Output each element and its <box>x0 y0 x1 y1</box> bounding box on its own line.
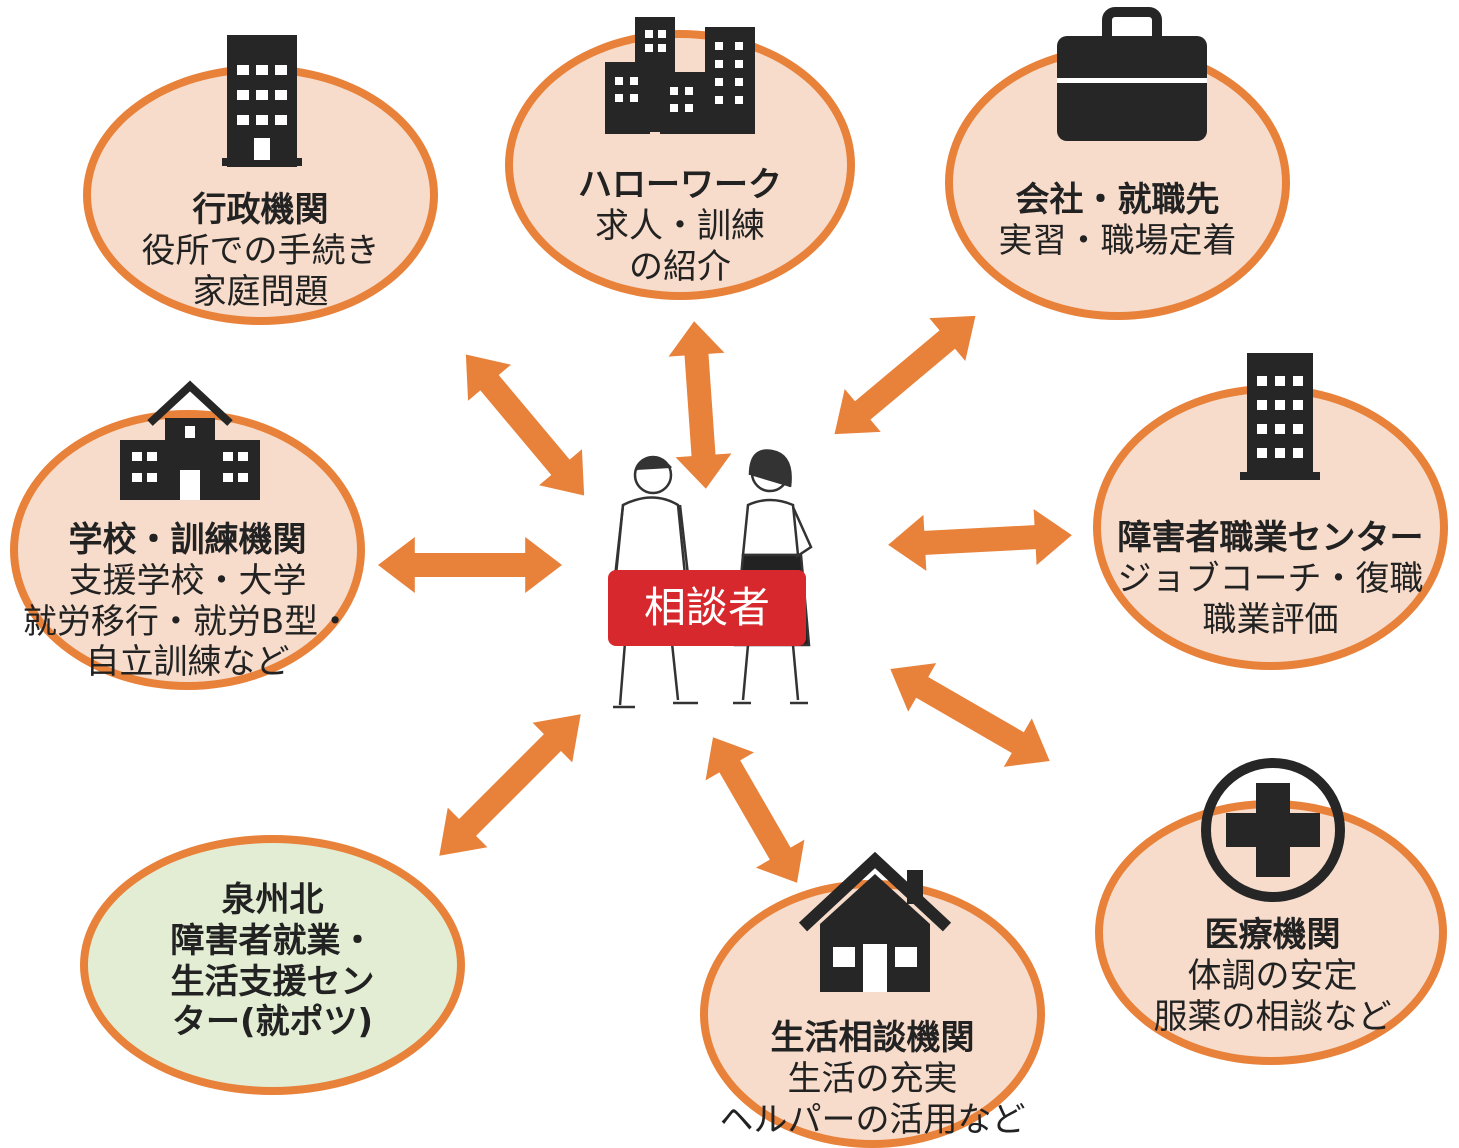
node-medical: 医療機関 体調の安定 服薬の相談など <box>1105 915 1440 1037</box>
node-school-line: 就労移行・就労B型・ <box>22 601 353 642</box>
node-living-line: ヘルパーの活用など <box>719 1099 1026 1140</box>
node-hellowork-line: の紹介 <box>629 246 731 287</box>
city-buildings-icon <box>605 17 755 134</box>
node-senshu-line: ター(就ポツ) <box>171 1002 374 1043</box>
node-hellowork-title: ハローワーク <box>578 165 782 205</box>
node-medical-title: 医療機関 <box>1204 915 1341 955</box>
node-school-line: 自立訓練など <box>85 642 290 683</box>
node-gyosei: 行政機関 役所での手続き 家庭問題 <box>98 190 423 312</box>
node-living-title: 生活相談機関 <box>770 1018 975 1058</box>
node-school: 学校・訓練機関 支援学校・大学 就労移行・就労B型・ 自立訓練など <box>15 520 360 683</box>
node-senshu-line: 障害者就業・ <box>170 920 375 961</box>
node-senshu-line: 生活支援セン <box>170 961 375 1002</box>
arrow-medical <box>876 644 1064 786</box>
house-icon <box>798 852 952 992</box>
oval-senshu <box>80 835 465 1095</box>
node-gyosei-title: 行政機関 <box>192 190 329 230</box>
node-company-title: 会社・就職先 <box>1015 180 1220 220</box>
briefcase-icon <box>1057 7 1207 141</box>
arrow-school <box>378 537 562 593</box>
node-vocational-center-line: ジョブコーチ・復職 <box>1117 558 1424 599</box>
node-gyosei-line: 役所での手続き <box>141 230 380 271</box>
node-senshu-line: 泉州北 <box>221 880 324 920</box>
node-vocational-center: 障害者職業センター ジョブコーチ・復職 職業評価 <box>1098 518 1443 640</box>
arrow-vocational <box>886 507 1074 573</box>
node-medical-line: 服薬の相談など <box>1153 996 1392 1037</box>
arrow-company <box>816 294 994 456</box>
tall-building-icon <box>1240 353 1320 480</box>
node-living: 生活相談機関 生活の充実 ヘルパーの活用など <box>700 1018 1045 1140</box>
node-gyosei-line: 家庭問題 <box>192 271 329 312</box>
medical-cross-icon <box>1201 758 1345 902</box>
node-company-line: 実習・職場定着 <box>998 220 1237 261</box>
oval-school <box>10 410 365 690</box>
arrow-gyosei <box>444 336 606 514</box>
node-vocational-center-line: 職業評価 <box>1202 599 1339 640</box>
node-school-line: 支援学校・大学 <box>68 560 307 601</box>
office-building-icon <box>222 35 302 167</box>
node-school-title: 学校・訓練機関 <box>68 520 307 560</box>
node-company: 会社・就職先 実習・職場定着 <box>960 180 1275 262</box>
node-living-line: 生活の充実 <box>787 1058 958 1099</box>
node-hellowork: ハローワーク 求人・訓練 の紹介 <box>520 165 840 287</box>
node-hellowork-line: 求人・訓練 <box>595 205 765 246</box>
arrow-senshu <box>419 694 601 876</box>
school-icon <box>120 380 260 500</box>
oval-vocational-center <box>1093 385 1448 670</box>
node-senshu: 泉州北 障害者就業・ 生活支援セン ター(就ポツ) <box>95 880 450 1043</box>
center-label-consultant: 相談者 <box>608 570 806 646</box>
node-medical-line: 体調の安定 <box>1187 955 1358 996</box>
node-vocational-center-title: 障害者職業センター <box>1117 518 1424 558</box>
